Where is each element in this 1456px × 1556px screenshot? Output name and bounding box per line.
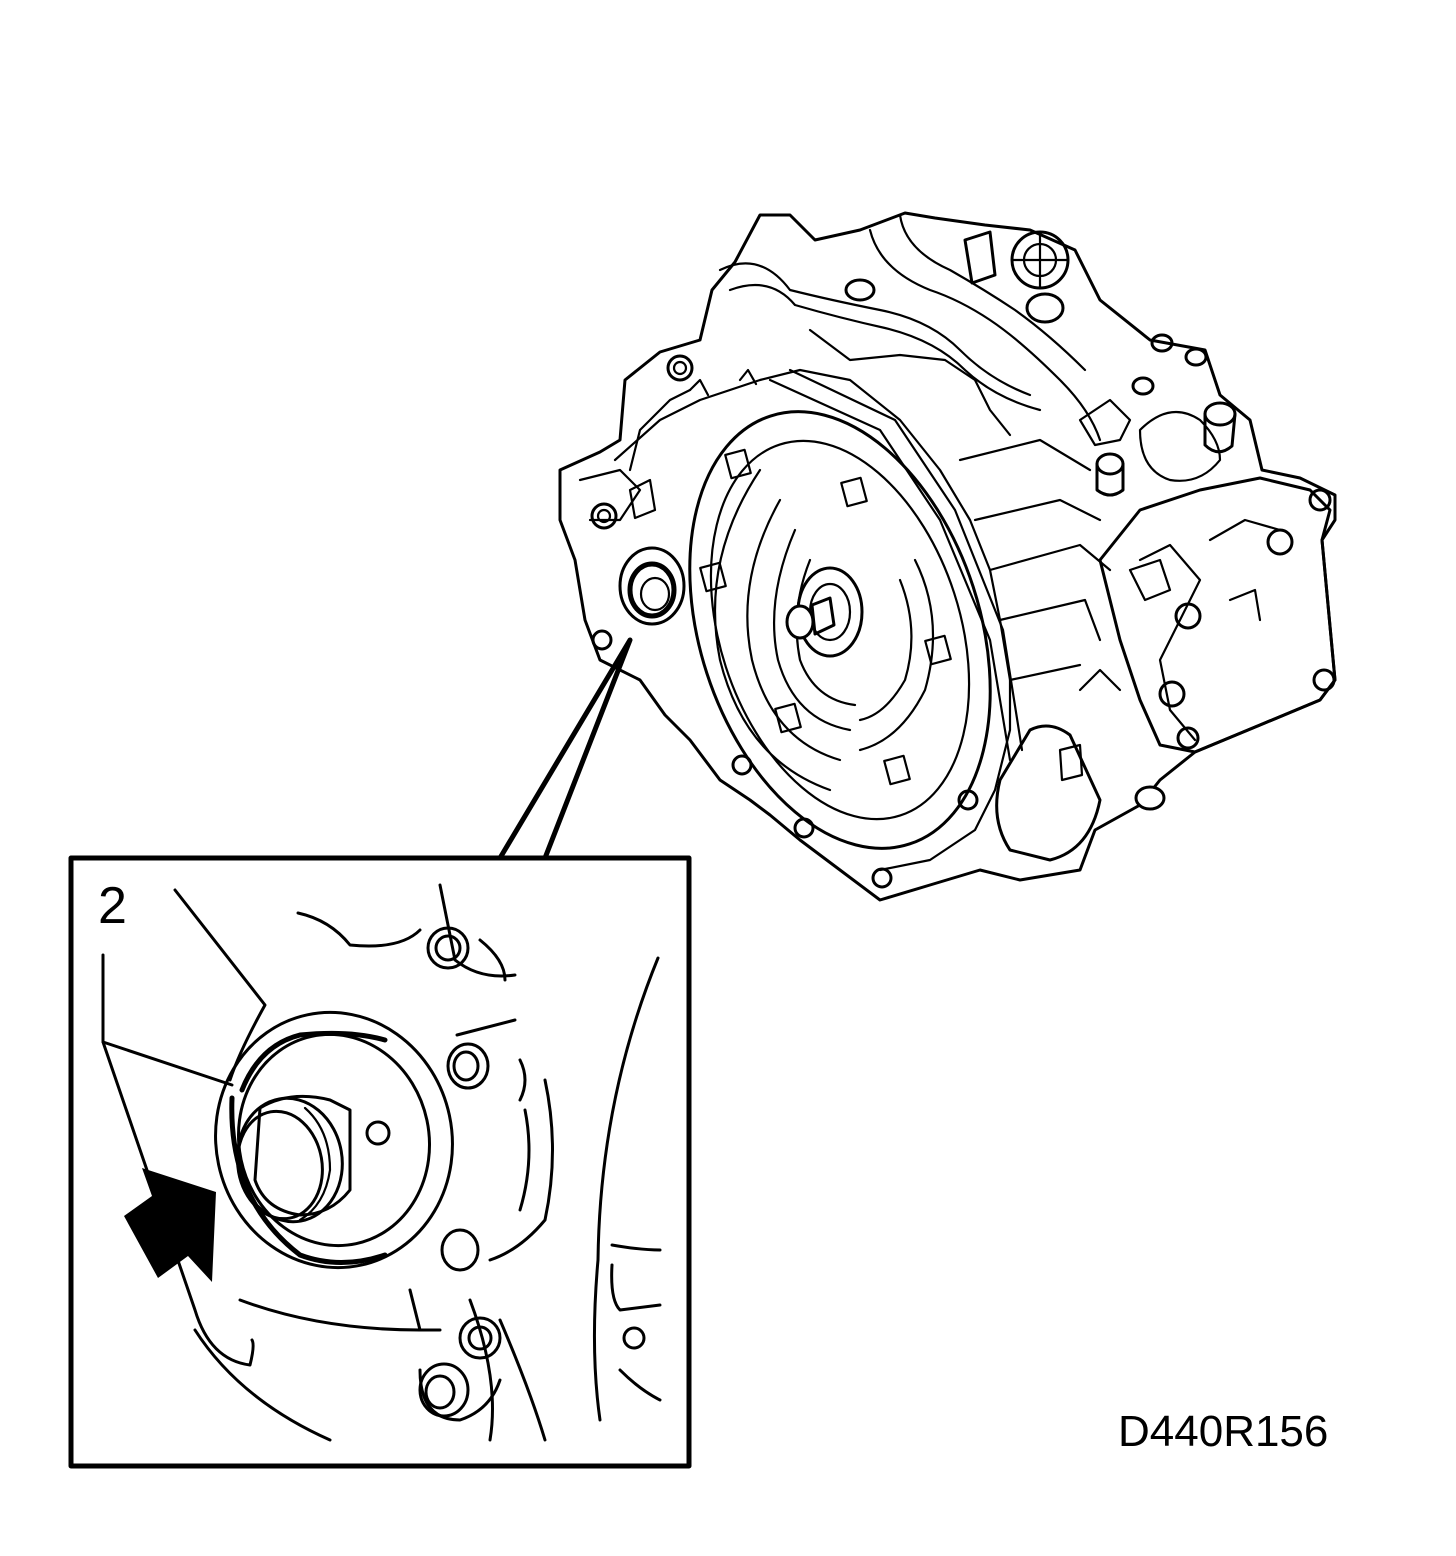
- upper-pipework: [718, 262, 1032, 397]
- shaft-seal-detail: [214, 1010, 454, 1270]
- end-cover: [1098, 476, 1337, 754]
- detail-frame: [68, 855, 692, 1469]
- shaft-seal-location: [618, 546, 686, 626]
- pointer-arrow: [124, 1168, 216, 1282]
- transmission-case-ribs: [958, 438, 1112, 682]
- detail-view-2: [68, 855, 692, 1469]
- callout-number: 2: [98, 877, 127, 935]
- torque-converter: [688, 410, 992, 850]
- figure-code: D440R156: [1118, 1407, 1329, 1456]
- callout-leader: [497, 637, 633, 861]
- housing-strap: [768, 378, 1012, 762]
- bell-housing-flange: [613, 368, 1012, 872]
- transmission-assembly: [558, 211, 1337, 902]
- transmission-housing-outline: [558, 211, 1337, 902]
